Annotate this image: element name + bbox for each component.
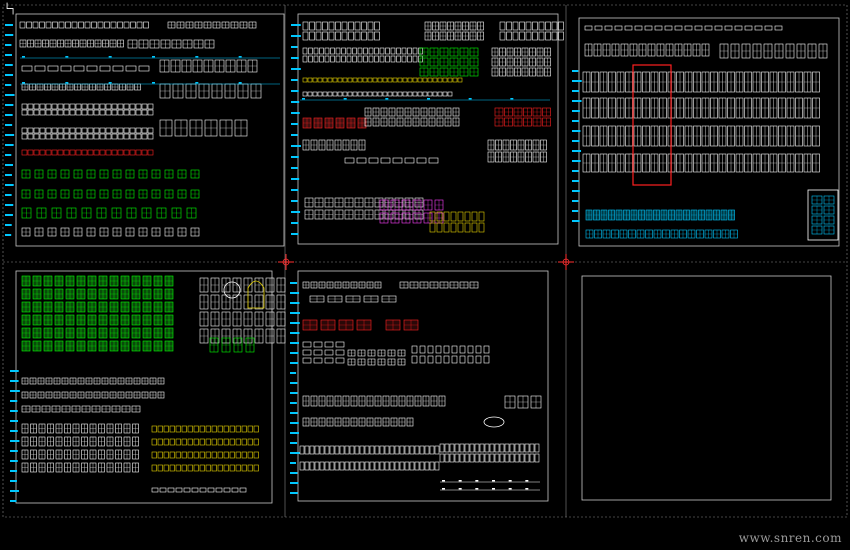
p4-annotation-ticks: [10, 370, 20, 502]
window-grid-block-frame: [15, 13, 285, 247]
p2-magenta-row: [379, 199, 444, 224]
p1-row-l: [21, 227, 200, 237]
p1-row-a: [19, 21, 149, 29]
p1-green-row-c: [21, 207, 197, 219]
p4-arched-door: [247, 280, 265, 309]
p5-panel-doors: [504, 395, 542, 409]
p5-row-g: [299, 461, 440, 471]
p2-red-block: [494, 107, 551, 127]
p5-cabinet-row-b: [302, 417, 414, 427]
p2-row-e: [491, 47, 551, 77]
sheet-boundary: [2, 4, 848, 518]
p2-row-g: [364, 107, 460, 127]
p1-row-d: [127, 39, 215, 49]
p2-yellow-row: [302, 77, 463, 83]
p4-furniture-plan: [199, 277, 286, 344]
p2-dims: [300, 98, 550, 101]
p1-row-i: [21, 103, 154, 116]
p5-row-c: [302, 341, 345, 364]
p2-row-h: [302, 139, 366, 151]
p3-row-a: [584, 43, 710, 57]
green-furniture-block-frame: [15, 270, 273, 504]
p3-legend-items: [811, 195, 835, 235]
ucs-icon: └┐: [4, 4, 17, 15]
p4-row-c: [21, 405, 141, 413]
site-watermark: www.snren.com: [738, 531, 842, 545]
p3-legend-box: [807, 189, 839, 241]
crosshair-icon: [278, 254, 294, 270]
p5-red-sofas: [302, 319, 372, 331]
p5-row-d: [347, 349, 406, 366]
p1-row-c: [19, 39, 124, 48]
p4-round-table: [223, 281, 241, 299]
empty-drawing-block-frame: [581, 275, 832, 501]
p5-oval-table: [483, 416, 505, 428]
p4-row-d: [151, 487, 247, 493]
p3-cyan-row: [585, 209, 735, 221]
p5-sofa-row: [309, 295, 397, 303]
p3-annotation-ticks: [572, 70, 582, 222]
p2-annotation-ticks: [291, 24, 301, 235]
p1-row-b: [167, 21, 257, 29]
p5-red-sofas-b: [385, 319, 419, 331]
p2-row-j: [487, 139, 547, 163]
p3-row-b: [719, 43, 828, 59]
p2-green-grid: [419, 47, 479, 77]
p1-row-j: [21, 127, 154, 140]
cad-blocks: [5, 21, 839, 502]
p5-row-h: [439, 443, 540, 463]
p4-row-a: [21, 377, 165, 385]
p5-row-f: [299, 445, 440, 455]
p5-row-b: [399, 281, 479, 289]
p2-row-k: [304, 197, 424, 220]
p4-wardrobe-grid: [21, 423, 139, 473]
p4-green-doors: [209, 337, 255, 353]
p1-row-f: [159, 59, 258, 73]
p2-row-f: [302, 91, 453, 97]
p4-row-b: [21, 391, 165, 399]
p3-cyan-row-b: [585, 229, 738, 239]
p1-annotation-ticks: [5, 24, 15, 236]
door-elevation-block-frame: [297, 13, 559, 245]
p4-green-furniture: [21, 275, 174, 352]
p2-row-b: [424, 21, 484, 41]
p2-row-i: [344, 157, 439, 164]
p2-red-row: [302, 117, 367, 129]
p5-dims: [440, 480, 540, 491]
p1-row-k: [159, 119, 248, 137]
p5-cabinet-row: [302, 395, 446, 407]
p1-green-row-a: [21, 169, 200, 179]
sofa-table-block-frame: [297, 270, 549, 502]
p3-highlight-box: [632, 64, 672, 186]
p5-row-e: [411, 345, 490, 364]
p2-row-c: [499, 21, 564, 41]
p4-yellow-grid: [151, 425, 259, 472]
p5-annotation-ticks: [290, 282, 300, 494]
p3-header-row: [584, 25, 783, 31]
p2-row-a: [302, 21, 380, 41]
p1-red-row: [21, 149, 154, 156]
p2-yellow-grid: [429, 211, 485, 233]
p5-row-a: [302, 281, 382, 289]
crosshair-icon: [558, 254, 574, 270]
p3-row-d: [582, 97, 820, 119]
crosshair-markers: [278, 254, 574, 270]
layout-frames: [2, 4, 848, 518]
p1-green-row-b: [21, 189, 200, 199]
p1-row-e: [21, 65, 150, 72]
p1-dims: [20, 56, 280, 85]
